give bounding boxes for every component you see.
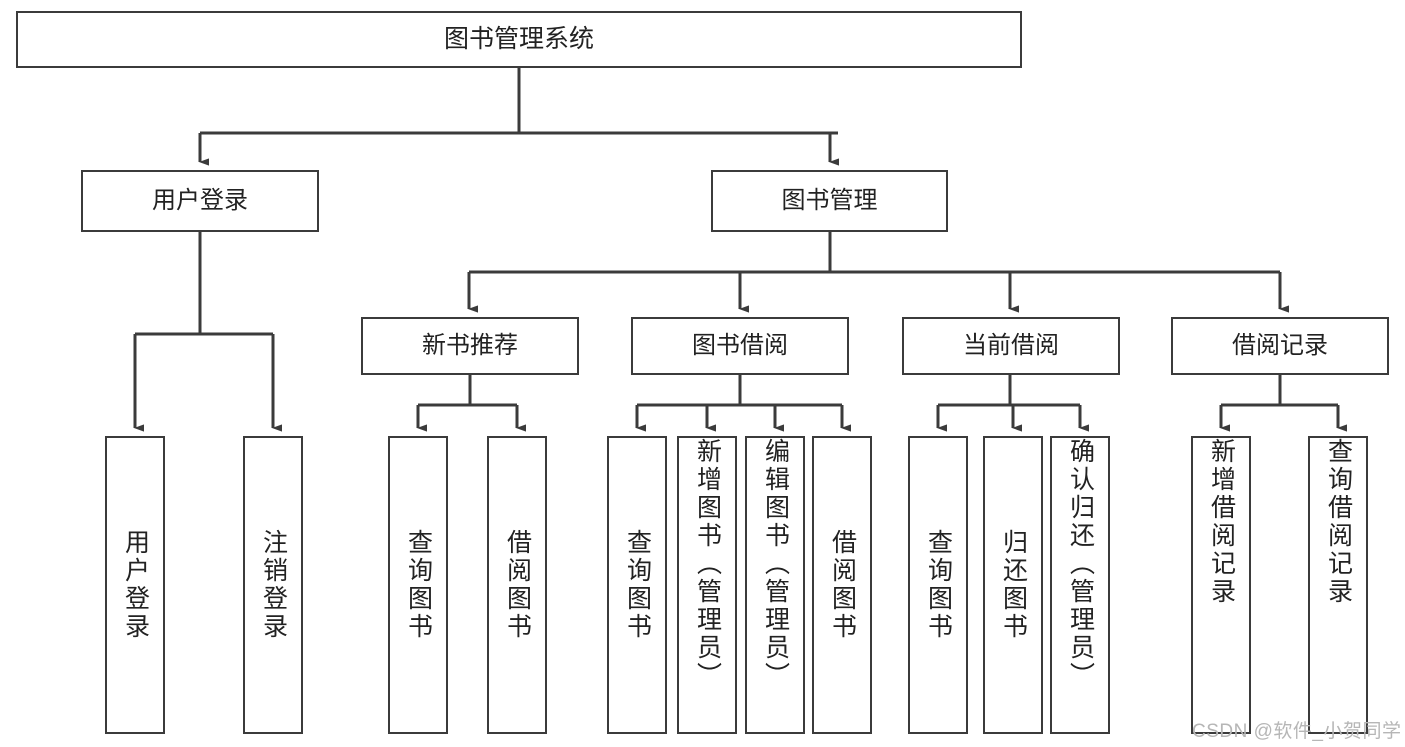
node-current-borrow-label: 当前借阅 (963, 331, 1059, 359)
node-leaf[interactable]: 注销登录 (243, 436, 303, 734)
node-leaf-label: 查询图书 (623, 529, 652, 641)
node-user-login[interactable]: 用户登录 (81, 170, 319, 232)
node-leaf[interactable]: 用户登录 (105, 436, 165, 734)
node-leaf[interactable]: 新增图书（管理员） (677, 436, 737, 734)
node-leaf[interactable]: 确认归还（管理员） (1050, 436, 1110, 734)
node-book-borrow-label: 图书借阅 (692, 331, 788, 359)
node-book-management[interactable]: 图书管理 (711, 170, 948, 232)
node-leaf-label: 查询图书 (924, 529, 953, 641)
node-leaf-label: 借阅图书 (503, 529, 532, 641)
node-leaf-label: 确认归还（管理员） (1066, 438, 1095, 690)
node-user-login-label: 用户登录 (152, 186, 248, 214)
node-leaf-label: 编辑图书（管理员） (761, 438, 790, 690)
node-leaf-label: 借阅图书 (828, 529, 857, 641)
node-current-borrow[interactable]: 当前借阅 (902, 317, 1120, 375)
node-leaf-label: 查询借阅记录 (1324, 438, 1353, 606)
node-root-system[interactable]: 图书管理系统 (16, 11, 1022, 68)
node-root-label: 图书管理系统 (443, 24, 594, 53)
node-borrow-record-label: 借阅记录 (1232, 331, 1328, 359)
node-leaf[interactable]: 编辑图书（管理员） (745, 436, 805, 734)
node-leaf[interactable]: 查询图书 (908, 436, 968, 734)
node-leaf-label: 新增图书（管理员） (693, 438, 722, 690)
node-leaf-label: 注销登录 (259, 529, 288, 641)
node-leaf[interactable]: 新增借阅记录 (1191, 436, 1251, 734)
node-leaf-label: 归还图书 (999, 529, 1028, 641)
node-new-book-recommend[interactable]: 新书推荐 (361, 317, 579, 375)
node-book-management-label: 图书管理 (781, 186, 878, 214)
csdn-watermark: CSDN @软件_小贺同学 (1192, 721, 1402, 742)
node-leaf[interactable]: 借阅图书 (487, 436, 547, 734)
node-leaf[interactable]: 借阅图书 (812, 436, 872, 734)
node-leaf[interactable]: 查询借阅记录 (1308, 436, 1368, 734)
node-leaf[interactable]: 归还图书 (983, 436, 1043, 734)
node-leaf-label: 新增借阅记录 (1207, 438, 1236, 606)
node-new-book-recommend-label: 新书推荐 (422, 331, 518, 359)
node-leaf-label: 查询图书 (404, 529, 433, 641)
node-book-borrow[interactable]: 图书借阅 (631, 317, 849, 375)
node-leaf[interactable]: 查询图书 (388, 436, 448, 734)
node-borrow-record[interactable]: 借阅记录 (1171, 317, 1389, 375)
node-leaf[interactable]: 查询图书 (607, 436, 667, 734)
node-leaf-label: 用户登录 (121, 529, 150, 641)
